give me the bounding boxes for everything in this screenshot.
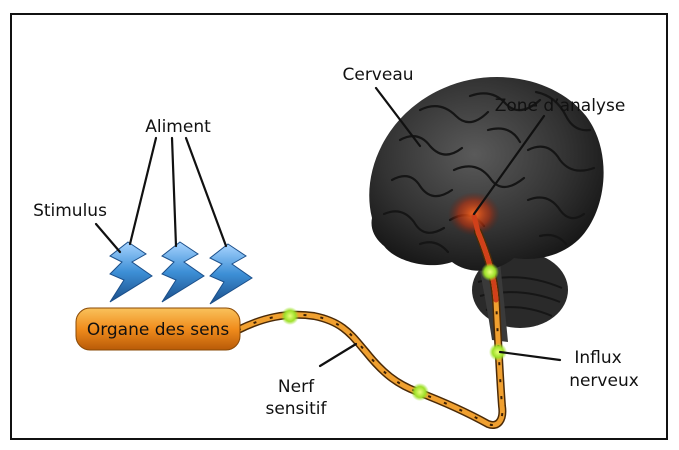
impulse-dot (481, 263, 499, 281)
stimulus-bolts (110, 242, 252, 304)
nerf-label-line2: sensitif (265, 399, 327, 419)
brain-icon (369, 77, 603, 342)
cerveau-label: Cerveau (342, 65, 413, 85)
aliment-label: Aliment (145, 117, 211, 137)
impulse-dot (281, 307, 299, 325)
influx-label-line1: Influx (574, 348, 621, 368)
lightning-icon (110, 242, 152, 302)
nerf-label-line1: Nerf (278, 377, 315, 397)
organ-box: Organe des sens (76, 308, 240, 350)
zone-label: Zone d’analyse (495, 96, 626, 116)
organ-label: Organe des sens (87, 320, 230, 340)
lightning-icon (162, 242, 204, 302)
impulse-dot (411, 383, 429, 401)
stimulus-label: Stimulus (33, 201, 107, 221)
lightning-icon (210, 244, 252, 304)
influx-label-line2: nerveux (569, 371, 639, 391)
